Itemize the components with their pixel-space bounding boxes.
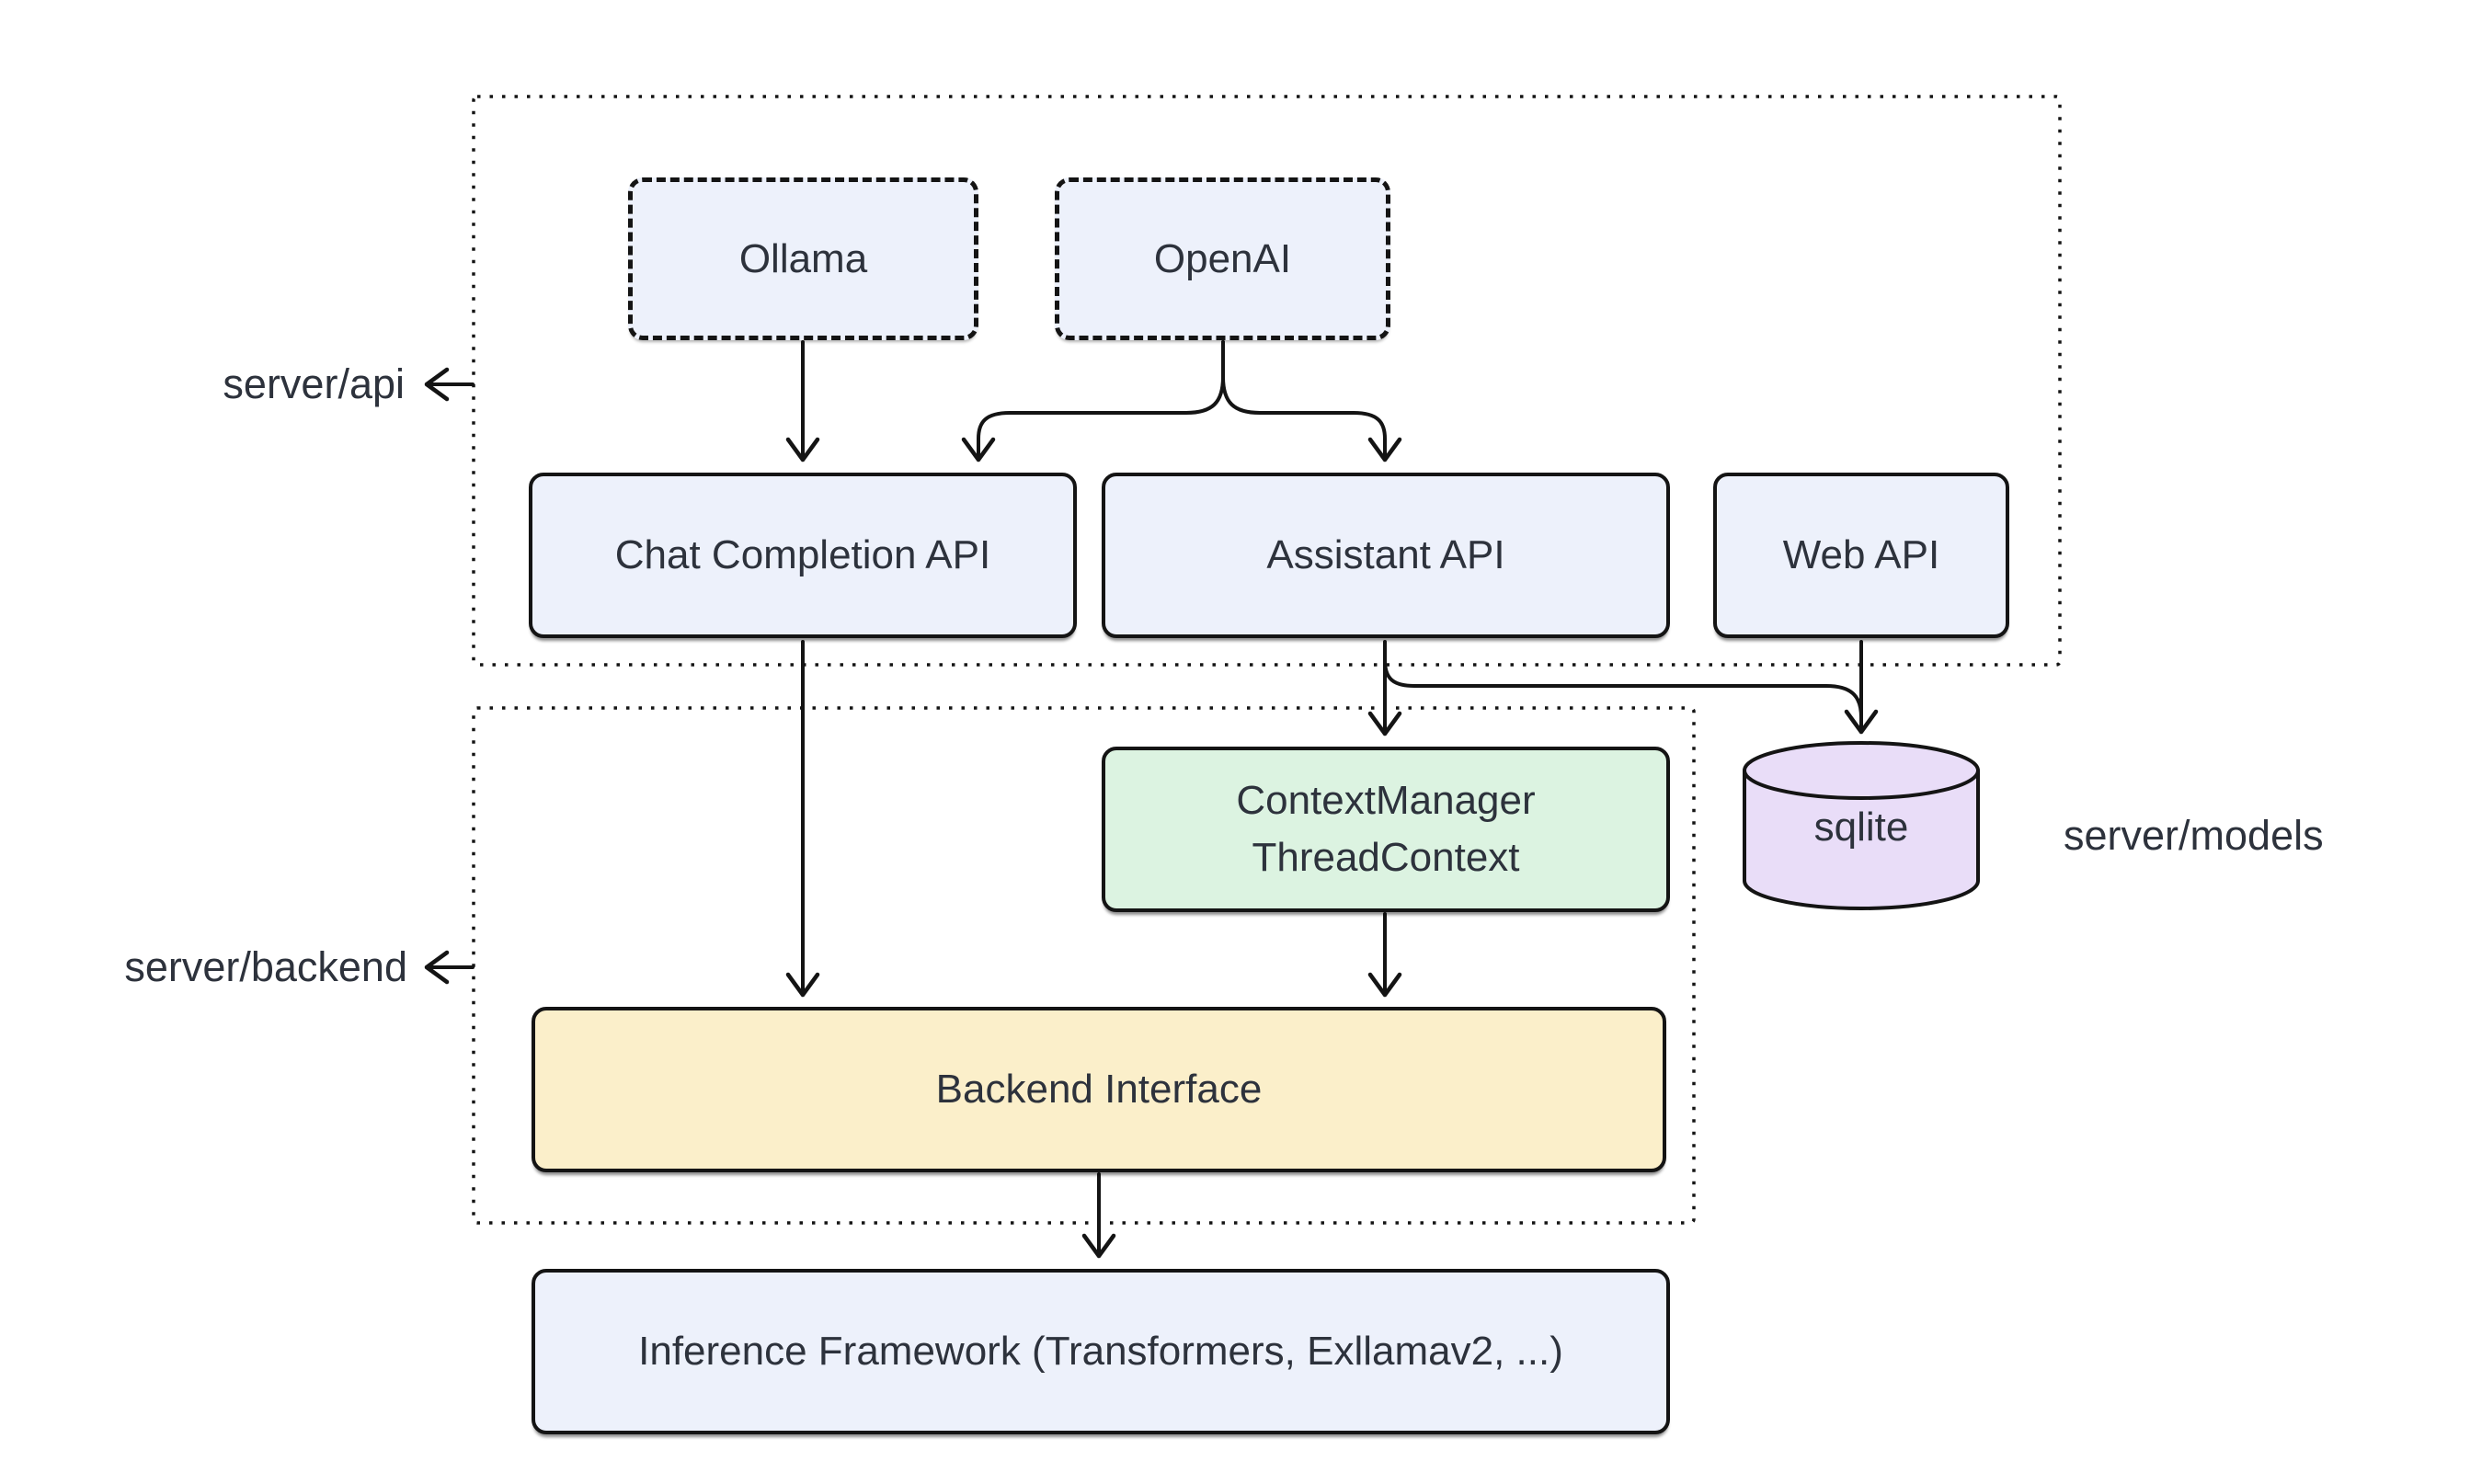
node-context-manager-label-line2: ThreadContext <box>1252 835 1520 880</box>
node-sqlite: sqlite <box>1743 741 1980 910</box>
sqlite-label: sqlite <box>1814 805 1909 850</box>
node-inference-framework: Inference Framework (Transformers, Exlla… <box>532 1269 1670 1434</box>
node-ollama-label: Ollama <box>738 235 868 281</box>
server-backend-group-border <box>472 706 1696 1225</box>
node-context-manager: ContextManager ThreadContext <box>1102 747 1670 912</box>
edge-openai-to-assistant <box>1221 340 1402 462</box>
node-chat-completion-api: Chat Completion API <box>529 473 1077 638</box>
node-openai: OpenAI <box>1055 177 1390 340</box>
server-backend-group-label: server/backend <box>124 943 407 990</box>
node-openai-label: OpenAI <box>1153 235 1292 281</box>
node-backend-interface-label: Backend Interface <box>935 1067 1263 1113</box>
server-api-group-border <box>472 95 2062 667</box>
edge-assistant-to-sqlite <box>1383 658 1863 719</box>
node-backend-interface: Backend Interface <box>532 1007 1666 1172</box>
node-chat-completion-api-label: Chat Completion API <box>614 532 991 578</box>
server-api-group-label: server/api <box>223 360 405 407</box>
server-models-label: server/models <box>2064 812 2324 859</box>
node-web-api: Web API <box>1713 473 2009 638</box>
node-inference-framework-label: Inference Framework (Transformers, Exlla… <box>638 1329 1563 1375</box>
node-ollama: Ollama <box>628 177 978 340</box>
sqlite-cylinder-top <box>1743 741 1980 800</box>
node-web-api-label: Web API <box>1782 532 1940 578</box>
node-assistant-api: Assistant API <box>1102 473 1670 638</box>
edge-openai-to-chat-completion <box>961 340 1225 462</box>
node-context-manager-label-line1: ContextManager <box>1236 778 1536 824</box>
node-assistant-api-label: Assistant API <box>1266 532 1505 578</box>
